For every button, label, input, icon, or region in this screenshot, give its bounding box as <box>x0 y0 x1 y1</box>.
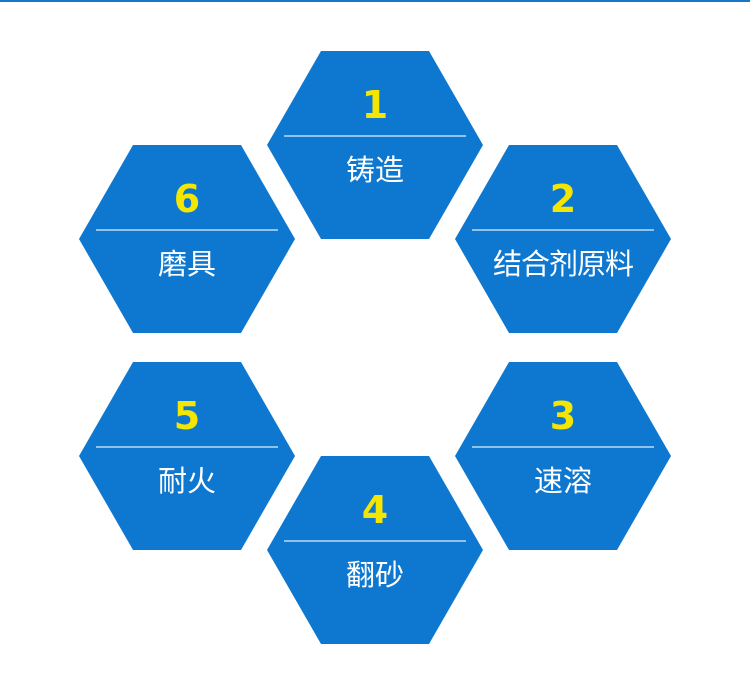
hexagon-number: 3 <box>549 394 577 438</box>
hexagon-number: 2 <box>549 177 577 221</box>
hexagon-3: 3 速溶 <box>455 362 671 550</box>
hexagon-2: 2 结合剂原料 <box>455 145 671 333</box>
hexagon-label: 速溶 <box>533 464 592 498</box>
hexagon-number: 4 <box>361 488 389 532</box>
hexagon-label: 磨具 <box>157 247 216 281</box>
top-divider-line <box>0 0 750 2</box>
hexagon-divider <box>284 540 466 542</box>
hexagon-divider <box>96 446 278 448</box>
hexagon-label: 耐火 <box>157 464 216 498</box>
hexagon-label: 铸造 <box>345 153 404 187</box>
hexagon-divider <box>284 135 466 137</box>
hexagon-label: 翻砂 <box>345 558 404 592</box>
hexagon-4: 4 翻砂 <box>267 456 483 644</box>
hexagon-1: 1 铸造 <box>267 51 483 239</box>
hexagon-number: 6 <box>173 177 201 221</box>
hexagon-divider <box>472 229 654 231</box>
hexagon-divider <box>472 446 654 448</box>
hexagon-6: 6 磨具 <box>79 145 295 333</box>
hexagon-divider <box>96 229 278 231</box>
hexagon-5: 5 耐火 <box>79 362 295 550</box>
hexagon-label: 结合剂原料 <box>492 247 634 281</box>
hexagon-number: 1 <box>361 83 389 127</box>
hexagon-number: 5 <box>173 394 201 438</box>
